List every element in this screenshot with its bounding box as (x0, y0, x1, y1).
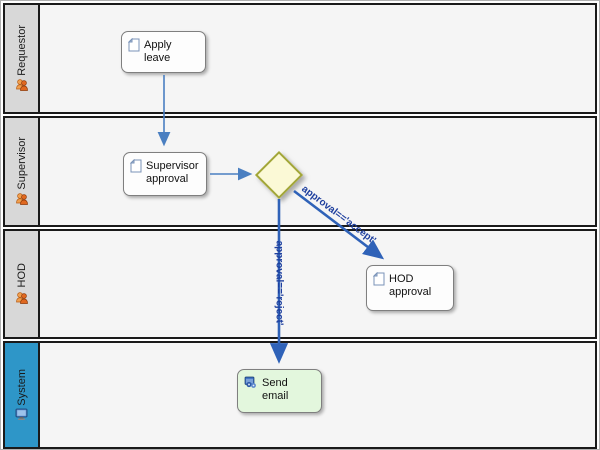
computer-icon (15, 408, 27, 421)
document-icon (128, 38, 140, 52)
people-icon (15, 79, 28, 92)
task-hod-approval[interactable]: HOD approval (366, 265, 454, 311)
people-icon (15, 291, 28, 304)
lane-supervisor-label: Supervisor (15, 136, 28, 190)
lane-hod-body (40, 231, 595, 337)
task-label: HOD approval (389, 273, 432, 298)
gears-icon (244, 376, 256, 388)
lane-requestor: Requestor (3, 3, 597, 114)
task-label: Send email (262, 377, 289, 402)
document-icon (373, 272, 385, 286)
task-label: Apply leave (144, 39, 172, 64)
lane-system-header: System (5, 343, 40, 447)
gateway-diamond-shape (254, 150, 304, 200)
people-icon (15, 193, 28, 206)
task-apply-leave[interactable]: Apply leave (121, 31, 206, 73)
lane-system-label: System (15, 368, 28, 406)
task-label: Supervisor approval (146, 160, 199, 185)
document-icon (130, 159, 142, 173)
lane-requestor-label: Requestor (15, 24, 28, 76)
task-supervisor-approval[interactable]: Supervisor approval (123, 152, 207, 196)
lane-requestor-header: Requestor (5, 5, 40, 112)
decision-gateway[interactable] (254, 150, 304, 200)
lane-supervisor-header: Supervisor (5, 118, 40, 225)
task-send-email[interactable]: Send email (237, 369, 322, 413)
lane-hod-header: HOD (5, 231, 40, 337)
lane-hod: HOD (3, 229, 597, 339)
lane-hod-label: HOD (15, 263, 28, 288)
